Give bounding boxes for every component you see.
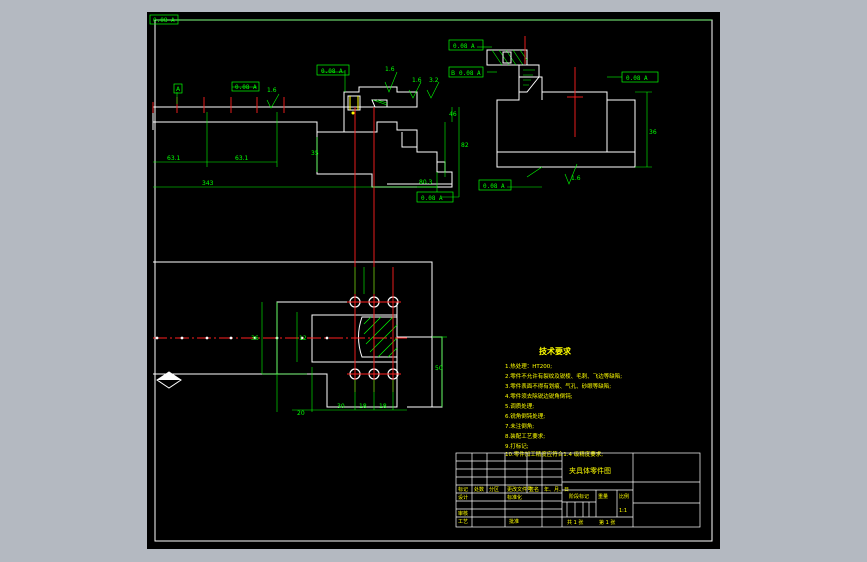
side-outline <box>496 76 636 168</box>
small-step <box>437 161 446 172</box>
tech-req-item: 1.热处理：HT200; <box>505 362 552 370</box>
plan-inner-pocket <box>311 314 398 363</box>
plan-right-ext <box>397 336 443 408</box>
svg-text:B: B <box>451 70 455 77</box>
step-notch <box>401 132 417 148</box>
tech-req-item: 4.零件须去除锐边锐角倒钝; <box>505 392 573 400</box>
tech-req-item: 5.调质处理; <box>505 402 534 410</box>
svg-text:82: 82 <box>461 142 469 149</box>
svg-text:比例: 比例 <box>619 493 629 500</box>
svg-text:35: 35 <box>311 150 319 157</box>
svg-text:50: 50 <box>435 365 443 372</box>
svg-text:63.1: 63.1 <box>235 155 249 162</box>
stepped-body <box>316 121 453 188</box>
drawing-canvas[interactable]: 0.08 A <box>147 12 720 549</box>
tolerance-frame-top-frame-right: 0.08 A <box>448 39 484 51</box>
svg-text:标记: 标记 <box>458 486 468 493</box>
svg-text:更改文件号: 更改文件号 <box>507 486 532 493</box>
title-block <box>455 452 701 528</box>
svg-text:设计: 设计 <box>458 494 468 501</box>
svg-text:30: 30 <box>337 403 345 410</box>
svg-text:处数: 处数 <box>474 486 484 493</box>
svg-text:18: 18 <box>379 403 387 410</box>
tee-section <box>486 49 540 93</box>
svg-text:12: 12 <box>299 335 307 342</box>
dimension-texts: 63.1 63.1 343 46 82 80.3 35 36 18 18 30 … <box>167 111 657 417</box>
tolerance-frame-right-top: 0.08 A <box>621 71 659 83</box>
tech-req-item: 9.打标记; <box>505 442 529 450</box>
svg-text:20: 20 <box>297 410 305 417</box>
svg-text:年、月、日: 年、月、日 <box>544 486 569 493</box>
svg-text:63.1: 63.1 <box>167 155 181 162</box>
centerline-dots <box>155 336 329 340</box>
svg-text:重量: 重量 <box>598 493 608 500</box>
tech-req-item: 2.零件不允许有裂纹及锐棱、毛刺、飞边等缺陷; <box>505 372 622 380</box>
tech-req-item: 10.零件加工精度应符合1.4 级精度要求; <box>505 450 603 458</box>
svg-text:18: 18 <box>359 403 367 410</box>
svg-text:1.6: 1.6 <box>267 87 277 94</box>
svg-text:80.3: 80.3 <box>419 179 433 186</box>
tech-req-item: 3.零件表面不得有划痕、气孔、砂眼等缺陷; <box>505 382 611 390</box>
centerlines <box>152 36 583 392</box>
svg-text:0.08 A: 0.08 A <box>453 43 475 50</box>
svg-text:标准化: 标准化 <box>507 494 522 501</box>
tech-req-item: 7.未注倒角; <box>505 422 534 430</box>
tolerance-frame-b: B 0.08 A <box>448 66 484 78</box>
svg-text:A: A <box>176 86 181 93</box>
svg-text:审核: 审核 <box>458 510 468 517</box>
front-view <box>152 86 453 188</box>
svg-text:签名: 签名 <box>529 486 539 493</box>
tolerance-frame-tee-left: 0.08 A <box>316 64 350 76</box>
svg-text:1.6: 1.6 <box>412 77 422 84</box>
tolerance-frames: 0.08 A A 0.08 A 0.08 A B 0.08 A <box>173 39 659 203</box>
svg-text:0.08 A: 0.08 A <box>235 84 257 91</box>
svg-text:阶段标记: 阶段标记 <box>569 493 589 500</box>
svg-text:0.08 A: 0.08 A <box>483 183 505 190</box>
svg-text:0.08 A: 0.08 A <box>153 17 175 24</box>
plate-outline <box>152 106 345 133</box>
side-view <box>496 76 636 168</box>
datum-a-box-left: A <box>173 83 183 94</box>
tolerance-frame-right-bottom: 0.08 A <box>478 179 512 191</box>
drawing-name: 夹具体零件图 <box>569 466 611 475</box>
svg-text:0.08 A: 0.08 A <box>626 75 648 82</box>
tech-req-item: 6.锐角倒钝处理; <box>505 412 545 420</box>
tolerance-frame-mid-bottom: 0.08 A <box>416 191 454 203</box>
svg-text:1.6: 1.6 <box>571 175 581 182</box>
svg-text:3.2: 3.2 <box>429 77 439 84</box>
inner-frame <box>154 19 713 542</box>
svg-text:共 1 张: 共 1 张 <box>567 519 583 526</box>
svg-text:工艺: 工艺 <box>458 519 468 525</box>
roughness-labels: 1.6 1.6 3.2 1.6 1.6 <box>267 66 581 182</box>
drawing-sheet: 0.08 A <box>149 14 713 542</box>
svg-text:0.08 A: 0.08 A <box>421 195 443 202</box>
plan-body <box>276 301 398 408</box>
svg-text:1.6: 1.6 <box>385 66 395 73</box>
tolerance-frame-flat-top: 0.08 A <box>231 81 260 92</box>
counterbore <box>347 95 388 115</box>
svg-text:0.08 A: 0.08 A <box>459 70 481 77</box>
svg-text:343: 343 <box>202 180 214 187</box>
upper-block <box>343 86 418 108</box>
tolerance-tag-top-left: 0.08 A <box>149 14 179 25</box>
svg-text:36: 36 <box>649 129 657 136</box>
tech-req-title: 技术要求 <box>539 346 572 356</box>
svg-text:1:1: 1:1 <box>619 508 627 514</box>
datum-triangle-symbol <box>156 371 182 389</box>
svg-text:分区: 分区 <box>489 486 499 493</box>
tech-req-item: 8.装配工艺要求; <box>505 432 545 440</box>
svg-text:0.08 A: 0.08 A <box>321 68 343 75</box>
svg-text:46: 46 <box>449 111 457 118</box>
svg-text:36: 36 <box>251 335 259 342</box>
title-block-text: 夹具体零件图 标记 处数 分区 更改文件号 签名 年、月、日 设计 标准化 审核… <box>458 466 629 526</box>
technical-requirements: 技术要求 1.热处理：HT200; 2.零件不允许有裂纹及锐棱、毛刺、飞边等缺陷… <box>505 346 622 458</box>
svg-text:批准: 批准 <box>509 518 519 525</box>
plan-view <box>153 261 443 408</box>
dimension-lines <box>153 46 652 412</box>
plan-hatch <box>358 316 398 358</box>
svg-text:第 1 张: 第 1 张 <box>599 519 615 526</box>
plan-right-block <box>407 261 433 408</box>
